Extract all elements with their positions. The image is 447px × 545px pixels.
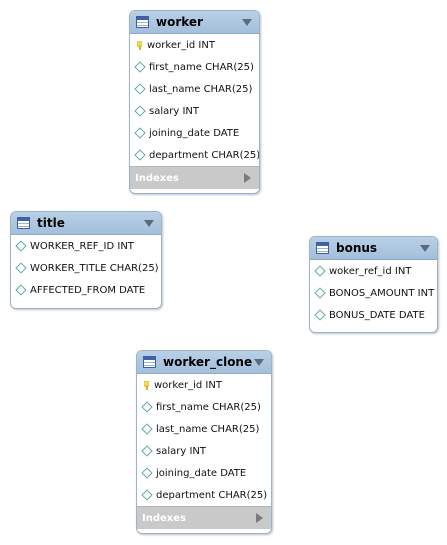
table-header[interactable]: bonus xyxy=(310,237,437,260)
table-title: bonus xyxy=(336,241,378,255)
column-row[interactable]: WORKER_REF_ID INT xyxy=(11,235,161,257)
collapse-caret-icon[interactable] xyxy=(420,245,430,252)
column-diamond-icon xyxy=(134,61,146,73)
column-diamond-icon xyxy=(141,445,153,457)
column-row[interactable]: last_name CHAR(25) xyxy=(130,78,259,100)
table-icon xyxy=(316,242,329,254)
column-list: worker_id INT first_name CHAR(25) last_n… xyxy=(137,374,271,506)
column-label: WORKER_TITLE CHAR(25) xyxy=(30,262,159,274)
expand-arrow-icon[interactable] xyxy=(244,173,251,183)
table-title: worker_clone xyxy=(163,355,253,369)
column-diamond-icon xyxy=(314,287,326,299)
column-list: WORKER_REF_ID INT WORKER_TITLE CHAR(25) … xyxy=(11,235,161,301)
column-row[interactable]: department CHAR(25) xyxy=(130,144,259,166)
column-label: first_name CHAR(25) xyxy=(149,61,254,73)
column-row[interactable]: salary INT xyxy=(130,100,259,122)
indexes-section[interactable]: Indexes xyxy=(130,166,259,189)
column-diamond-icon xyxy=(134,105,146,117)
column-diamond-icon xyxy=(15,240,27,252)
column-row[interactable]: last_name CHAR(25) xyxy=(137,418,271,440)
table-header[interactable]: worker xyxy=(130,11,259,34)
indexes-label: Indexes xyxy=(142,512,186,524)
column-row[interactable]: worker_id INT xyxy=(130,34,259,56)
column-diamond-icon xyxy=(141,401,153,413)
column-row[interactable]: worker_id INT xyxy=(137,374,271,396)
column-label: WORKER_REF_ID INT xyxy=(30,240,134,252)
column-row[interactable]: joining_date DATE xyxy=(130,122,259,144)
table-bonus[interactable]: bonus woker_ref_id INT BONOS_AMOUNT INT … xyxy=(309,236,438,333)
column-diamond-icon xyxy=(134,127,146,139)
column-row[interactable]: salary INT xyxy=(137,440,271,462)
column-label: department CHAR(25) xyxy=(149,149,260,161)
table-header[interactable]: worker_clone xyxy=(137,351,271,374)
expand-arrow-icon[interactable] xyxy=(256,513,263,523)
table-icon xyxy=(17,217,30,229)
table-worker-clone[interactable]: worker_clone worker_id INT first_name CH… xyxy=(136,350,272,534)
column-row[interactable]: BONUS_DATE DATE xyxy=(310,304,437,326)
column-list: woker_ref_id INT BONOS_AMOUNT INT BONUS_… xyxy=(310,260,437,326)
column-label: woker_ref_id INT xyxy=(329,265,412,277)
table-icon xyxy=(136,16,149,28)
table-icon xyxy=(143,356,156,368)
column-label: BONOS_AMOUNT INT xyxy=(329,287,435,299)
table-worker[interactable]: worker worker_id INT first_name CHAR(25)… xyxy=(129,10,260,194)
table-title: title xyxy=(37,216,65,230)
column-label: first_name CHAR(25) xyxy=(156,401,261,413)
column-label: joining_date DATE xyxy=(156,467,247,479)
column-row[interactable]: AFFECTED_FROM DATE xyxy=(11,279,161,301)
column-list: worker_id INT first_name CHAR(25) last_n… xyxy=(130,34,259,166)
column-row[interactable]: woker_ref_id INT xyxy=(310,260,437,282)
table-title: worker xyxy=(156,15,203,29)
column-diamond-icon xyxy=(141,489,153,501)
column-diamond-icon xyxy=(314,309,326,321)
column-diamond-icon xyxy=(141,467,153,479)
column-diamond-icon xyxy=(15,284,27,296)
column-row[interactable]: department CHAR(25) xyxy=(137,484,271,506)
collapse-caret-icon[interactable] xyxy=(242,19,252,26)
column-label: AFFECTED_FROM DATE xyxy=(30,284,146,296)
column-label: BONUS_DATE DATE xyxy=(329,309,425,321)
column-label: worker_id INT xyxy=(147,39,215,51)
column-label: worker_id INT xyxy=(154,379,222,391)
column-row[interactable]: BONOS_AMOUNT INT xyxy=(310,282,437,304)
collapse-caret-icon[interactable] xyxy=(254,359,264,366)
primary-key-icon xyxy=(137,40,142,50)
table-header[interactable]: title xyxy=(11,212,161,235)
column-label: salary INT xyxy=(149,105,199,117)
column-label: department CHAR(25) xyxy=(156,489,268,501)
column-diamond-icon xyxy=(134,83,146,95)
column-label: last_name CHAR(25) xyxy=(149,83,253,95)
column-diamond-icon xyxy=(15,262,27,274)
column-diamond-icon xyxy=(141,423,153,435)
table-title-entity[interactable]: title WORKER_REF_ID INT WORKER_TITLE CHA… xyxy=(10,211,162,309)
column-row[interactable]: first_name CHAR(25) xyxy=(137,396,271,418)
column-label: joining_date DATE xyxy=(149,127,240,139)
indexes-section[interactable]: Indexes xyxy=(137,506,271,529)
column-row[interactable]: first_name CHAR(25) xyxy=(130,56,259,78)
column-label: last_name CHAR(25) xyxy=(156,423,260,435)
column-row[interactable]: WORKER_TITLE CHAR(25) xyxy=(11,257,161,279)
column-label: salary INT xyxy=(156,445,206,457)
indexes-label: Indexes xyxy=(135,172,179,184)
primary-key-icon xyxy=(144,380,149,390)
column-diamond-icon xyxy=(314,265,326,277)
column-row[interactable]: joining_date DATE xyxy=(137,462,271,484)
column-diamond-icon xyxy=(134,149,146,161)
collapse-caret-icon[interactable] xyxy=(144,220,154,227)
